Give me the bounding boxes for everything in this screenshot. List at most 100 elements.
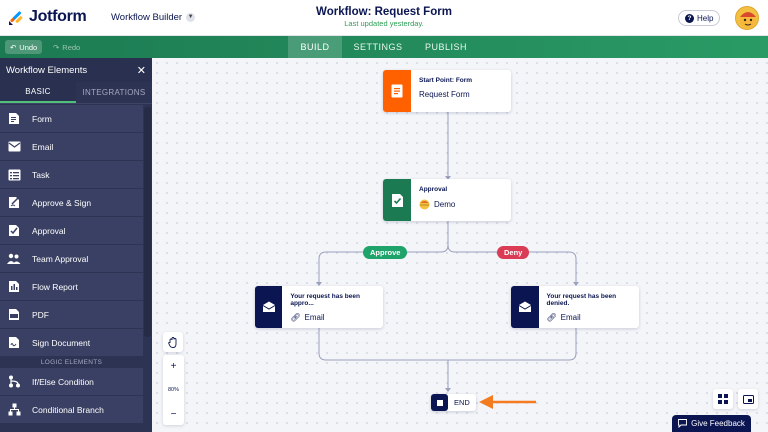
- end-arrow-annotation: [479, 395, 536, 409]
- zoom-in-button[interactable]: +: [163, 355, 184, 377]
- jotform-logo[interactable]: Jotform: [8, 8, 87, 26]
- avatar[interactable]: [735, 6, 759, 30]
- sidebar-item-approval[interactable]: Approval: [0, 217, 143, 245]
- sidebar-item-sign-document[interactable]: Sign Document: [0, 329, 143, 357]
- if-else-icon: [7, 375, 21, 389]
- top-header: Jotform Workflow Builder ▼ Workflow: Req…: [0, 0, 768, 36]
- approval-icon: [7, 224, 21, 238]
- app-switcher[interactable]: Workflow Builder ▼: [111, 12, 196, 23]
- feedback-label: Give Feedback: [691, 419, 745, 428]
- team-approval-icon: [7, 252, 21, 266]
- sidebar-item-label: Conditional Branch: [32, 404, 104, 415]
- deny-branch-label[interactable]: Deny: [497, 246, 530, 259]
- hand-icon: [168, 336, 177, 348]
- node-title: Start Point: Form: [419, 77, 473, 84]
- help-button[interactable]: ? Help: [678, 10, 721, 26]
- feedback-icon: [678, 419, 688, 428]
- flow-report-icon: [7, 280, 21, 294]
- redo-button[interactable]: ↷ Redo: [48, 40, 85, 54]
- give-feedback-button[interactable]: Give Feedback: [672, 415, 751, 432]
- assignee-avatar-icon: [419, 199, 430, 210]
- plus-icon: +: [170, 360, 177, 372]
- undo-button[interactable]: ↶ Undo: [5, 40, 43, 54]
- node-subtitle: Email: [560, 313, 581, 322]
- tab-integrations[interactable]: INTEGRATIONS: [82, 88, 146, 97]
- sidebar-item-if-else-condition[interactable]: If/Else Condition: [0, 368, 143, 396]
- link-icon: 🔗︎: [546, 313, 557, 322]
- conditional-branch-icon: [7, 403, 21, 417]
- sidebar-item-form[interactable]: Form: [0, 105, 143, 133]
- end-node[interactable]: END: [431, 394, 476, 411]
- node-title: Approval: [419, 186, 448, 193]
- sidebar-item-pdf[interactable]: PDF: [0, 301, 143, 329]
- last-updated-text: Last updated yesterday.: [344, 19, 424, 28]
- start-point-node[interactable]: Start Point: Form Request Form: [383, 70, 511, 112]
- chevron-down-icon: ▼: [186, 13, 196, 22]
- form-node-icon: [383, 70, 411, 112]
- sidebar-item-label: Email: [32, 141, 54, 152]
- email-node-icon: [255, 286, 283, 328]
- minimap-button[interactable]: [738, 389, 758, 409]
- approve-branch-label[interactable]: Approve: [363, 246, 408, 259]
- workflow-canvas[interactable]: Start Point: Form Request Form Approval …: [152, 58, 768, 432]
- minus-icon: −: [170, 408, 177, 420]
- builder-toolbar: ↶ Undo ↷ Redo BUILD SETTINGS PUBLISH: [0, 36, 768, 58]
- panel-tabs: BASIC INTEGRATIONS: [0, 82, 152, 104]
- tab-settings[interactable]: SETTINGS: [353, 42, 403, 52]
- jotform-logo-icon: [9, 11, 23, 25]
- panel-scrollbar[interactable]: [143, 105, 152, 432]
- node-subtitle: Request Form: [419, 90, 470, 99]
- node-title: Your request has been denied.: [546, 293, 617, 307]
- avatar-face-icon: [740, 12, 756, 28]
- undo-icon: ↶: [10, 42, 17, 52]
- close-icon[interactable]: ✕: [136, 64, 146, 77]
- sidebar-item-label: Approve & Sign: [32, 197, 92, 208]
- grid-icon: [718, 394, 728, 404]
- email-node-icon: [511, 286, 539, 328]
- sidebar-item-label: Team Approval: [32, 253, 89, 264]
- node-title: Your request has been appro...: [290, 293, 360, 307]
- node-subtitle: Demo: [434, 200, 456, 209]
- sidebar-item-task[interactable]: Task: [0, 161, 143, 189]
- sidebar-item-email[interactable]: Email: [0, 133, 143, 161]
- zoom-control: + 80% −: [163, 355, 184, 425]
- redo-label: Redo: [62, 42, 81, 52]
- logic-elements-heading: LOGIC ELEMENTS: [0, 357, 143, 368]
- scrollbar-thumb[interactable]: [144, 107, 151, 337]
- sidebar-item-conditional-branch[interactable]: Conditional Branch: [0, 396, 143, 424]
- zoom-out-button[interactable]: −: [163, 403, 184, 425]
- email-icon: [7, 140, 21, 154]
- sidebar-item-label: Approval: [32, 225, 66, 236]
- sign-document-icon: [7, 336, 21, 350]
- main-tabs: BUILD SETTINGS PUBLISH: [288, 36, 478, 58]
- sidebar-item-approve-sign[interactable]: Approve & Sign: [0, 189, 143, 217]
- title-block: Workflow: Request Form Last updated yest…: [284, 6, 484, 28]
- question-icon: ?: [685, 13, 694, 23]
- end-label: END: [454, 398, 470, 407]
- element-list: Form Email Task Approve & Sign Approval …: [0, 105, 143, 424]
- page-title: Workflow: Request Form: [316, 6, 452, 18]
- email-approved-node[interactable]: Your request has been appro... 🔗︎ Email: [255, 286, 383, 328]
- pan-tool-button[interactable]: [163, 332, 183, 352]
- link-icon: 🔗︎: [290, 313, 301, 322]
- zoom-level: 80%: [167, 387, 179, 393]
- app-switcher-label: Workflow Builder: [111, 12, 183, 23]
- sidebar-item-team-approval[interactable]: Team Approval: [0, 245, 143, 273]
- tab-build[interactable]: BUILD: [288, 36, 342, 58]
- sidebar-item-label: PDF: [32, 309, 49, 320]
- sidebar-item-label: Sign Document: [32, 337, 91, 348]
- layout-grid-button[interactable]: [713, 389, 733, 409]
- sidebar-item-flow-report[interactable]: Flow Report: [0, 273, 143, 301]
- task-icon: [7, 168, 21, 182]
- tab-publish[interactable]: PUBLISH: [424, 42, 467, 52]
- email-denied-node[interactable]: Your request has been denied. 🔗︎ Email: [511, 286, 639, 328]
- sidebar-item-label: If/Else Condition: [32, 376, 94, 387]
- tab-basic[interactable]: BASIC: [0, 82, 76, 103]
- sidebar-item-label: Flow Report: [32, 281, 78, 292]
- panel-title: Workflow Elements: [6, 64, 88, 76]
- approval-node-icon: [383, 179, 411, 221]
- approval-node[interactable]: Approval Demo: [383, 179, 511, 221]
- sidebar-item-label: Form: [32, 113, 52, 124]
- panel-header: Workflow Elements ✕: [0, 58, 152, 82]
- workflow-elements-panel: Workflow Elements ✕ BASIC INTEGRATIONS F…: [0, 58, 152, 432]
